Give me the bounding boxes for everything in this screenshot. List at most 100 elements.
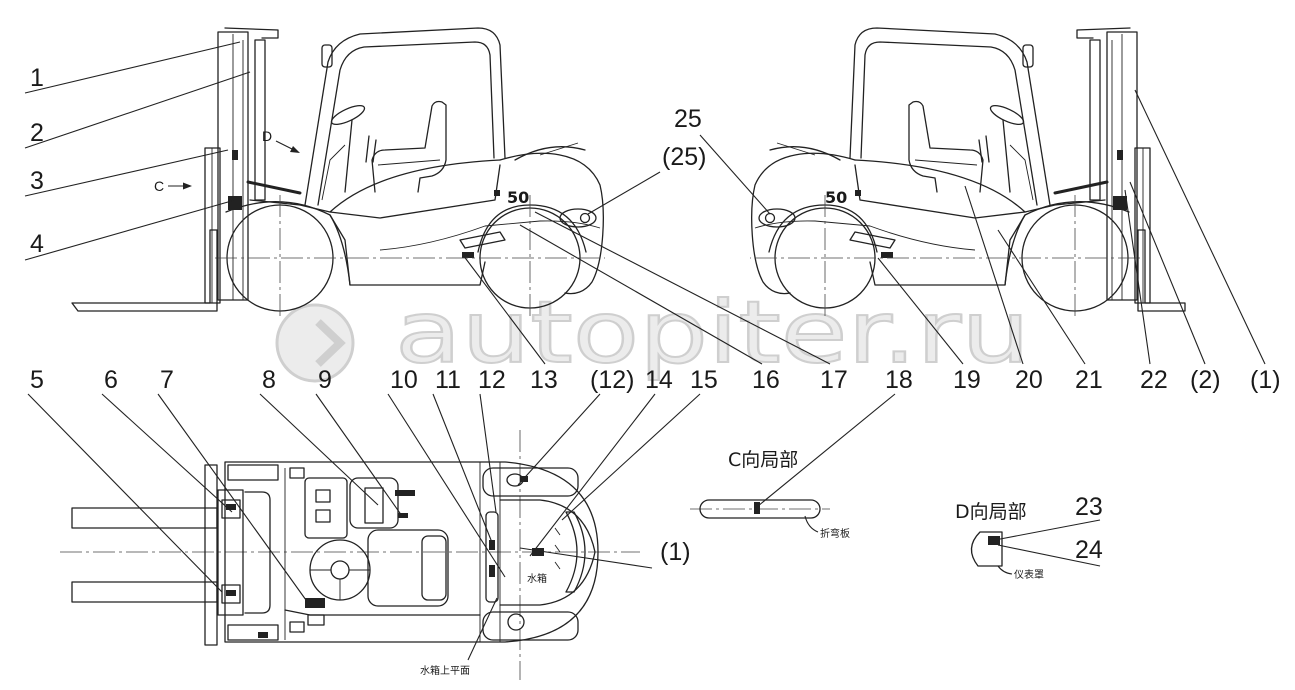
hood-unit	[349, 477, 399, 529]
top-view-fork	[71, 507, 218, 529]
decal	[398, 513, 408, 518]
callout-21: 21	[1075, 366, 1103, 394]
top-view-front-wheel	[227, 624, 279, 641]
decal	[988, 536, 1000, 545]
top-view-rear-fender	[482, 467, 579, 497]
left-callouts: 1 2 3 4	[24, 41, 251, 261]
leader-line-20	[964, 185, 1024, 365]
water-tank	[485, 511, 499, 603]
callout-13: 13	[530, 366, 558, 394]
leader-line-1-ref-top-view	[519, 547, 653, 569]
leader-line-3	[24, 149, 229, 197]
decal	[258, 632, 268, 638]
leader-line-1-ref	[1134, 89, 1266, 365]
top-view-front-wheel	[227, 464, 279, 481]
leader-line-6	[101, 393, 233, 513]
leader-line-13	[462, 254, 546, 365]
callout-11: 11	[435, 366, 461, 394]
top-view-fork-bracket	[221, 499, 241, 519]
leader-line-15	[561, 393, 701, 521]
tank-top-label: 水箱上平面	[420, 664, 470, 677]
callout-12: 12	[478, 366, 506, 394]
callout-24: 24	[1075, 536, 1103, 564]
leader-line-18	[757, 393, 896, 507]
seat-backrest	[421, 535, 447, 601]
top-view-counterweight	[499, 499, 596, 606]
tank-top-leader	[467, 597, 498, 661]
decal	[532, 548, 544, 556]
callout-15: 15	[690, 366, 718, 394]
leader-line-9	[315, 393, 403, 517]
decal	[305, 598, 325, 608]
top-view-body-outline	[224, 461, 599, 643]
callout-2: 2	[30, 119, 44, 147]
side-callouts: 25 (25)	[587, 105, 771, 215]
arrowhead-icon	[290, 146, 300, 153]
callout-12-ref: (12)	[590, 366, 634, 394]
callout-17: 17	[820, 366, 848, 394]
filler-cap	[507, 613, 525, 631]
top-view-fork-bracket	[221, 584, 241, 604]
callout-20: 20	[1015, 366, 1043, 394]
leader-line-23	[994, 519, 1101, 541]
decal	[489, 540, 495, 550]
leader-line-17	[534, 211, 831, 365]
right-truck-side-view	[748, 26, 1152, 320]
top-view-seat	[367, 529, 449, 607]
steering-hub	[330, 560, 350, 580]
detail-c-title: C向局部	[728, 449, 798, 471]
decal	[395, 490, 415, 496]
leader-line-16	[519, 224, 763, 365]
callout-7: 7	[160, 366, 174, 394]
top-view-mast	[217, 489, 244, 616]
leader-line-22	[1124, 189, 1151, 365]
detail-d-title: D向局部	[955, 501, 1027, 523]
tank-label: 水箱	[527, 572, 547, 585]
leader-line-1	[24, 41, 241, 94]
floor-step	[284, 609, 481, 616]
view-arrow-d: D	[262, 128, 300, 153]
guard-post	[289, 467, 305, 479]
leader-line-14	[529, 393, 656, 557]
view-arrow-d-label: D	[262, 128, 272, 144]
detail-view-c: C向局部 折弯板	[690, 449, 850, 540]
watermark-text: autopiter.ru	[395, 283, 1030, 383]
decal	[226, 504, 236, 510]
leader-line-5	[27, 393, 223, 593]
callout-14: 14	[645, 366, 673, 394]
leader-line-25	[699, 134, 771, 215]
left-truck-forks	[71, 229, 218, 312]
watermark: autopiter.ru	[275, 282, 1031, 384]
leader-line-12-ref	[517, 393, 601, 486]
leader-line-25-ref	[587, 171, 661, 215]
callout-4: 4	[30, 230, 44, 258]
bent-plate-leader	[804, 515, 819, 533]
callout-23: 23	[1075, 493, 1103, 521]
decal	[489, 565, 495, 577]
callout-19: 19	[953, 366, 981, 394]
leader-line-7	[157, 393, 307, 601]
right-truck-forks	[1137, 229, 1186, 312]
callout-25: 25	[674, 105, 702, 133]
leader-line-21	[997, 229, 1086, 365]
leader-line-24	[997, 544, 1101, 567]
hood-panel	[364, 487, 384, 524]
dashboard-unit	[304, 477, 348, 539]
callout-10: 10	[390, 366, 418, 394]
left-truck-badge: 50	[507, 188, 529, 207]
callout-22: 22	[1140, 366, 1168, 394]
arrowhead-icon	[183, 182, 192, 190]
steering-spokes	[310, 569, 370, 600]
watermark-logo	[275, 303, 355, 383]
decal	[520, 476, 528, 482]
leader-line-8	[259, 393, 379, 506]
leader-line-12	[479, 393, 497, 513]
leader-line-19	[877, 257, 964, 365]
top-view-carriage	[204, 464, 218, 646]
callout-1: 1	[30, 64, 44, 92]
leader-line-2-ref	[1129, 181, 1206, 365]
callout-5: 5	[30, 366, 44, 394]
leader-line-11	[432, 393, 494, 546]
dashboard-display	[315, 509, 331, 523]
callout-8: 8	[262, 366, 276, 394]
